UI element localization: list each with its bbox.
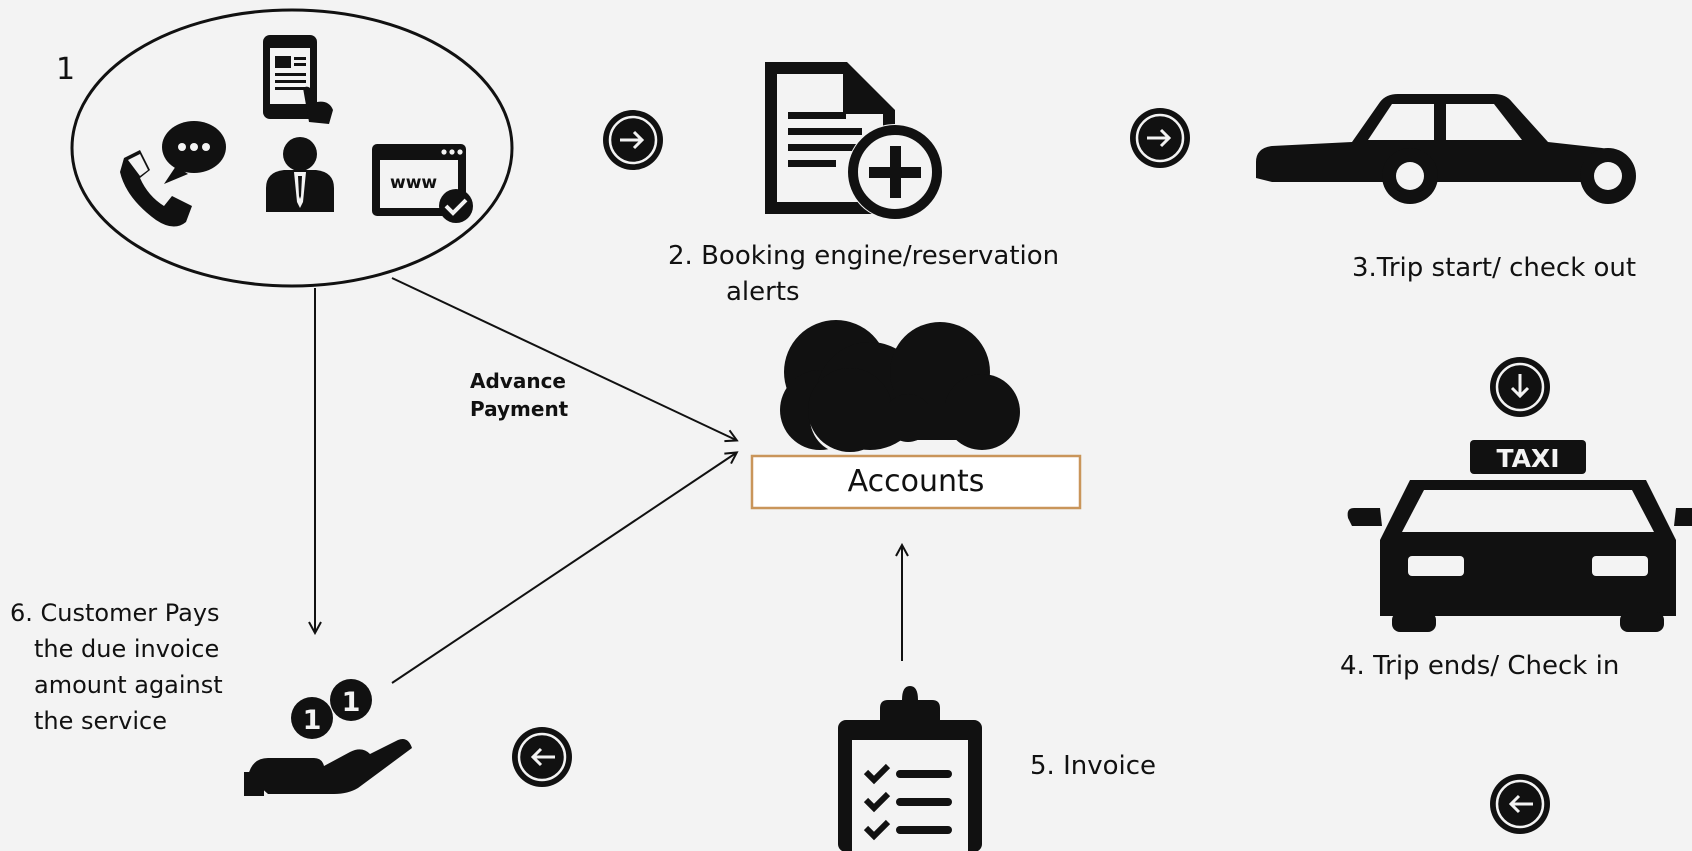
step-2-label-line2: alerts (726, 277, 800, 307)
cloud-icon (780, 320, 1020, 454)
phone-chat-icon (120, 121, 226, 227)
coin-digit-2: 1 (342, 687, 361, 718)
arrow-circle-right-1 (603, 110, 663, 170)
car-icon (1256, 94, 1636, 204)
arrow-circle-right-2 (1130, 108, 1190, 168)
www-text: www (390, 173, 437, 193)
advance-payment-line2: Payment (470, 397, 569, 421)
arrow-circle-to-accounts (391, 277, 736, 440)
step-4-label: 4. Trip ends/ Check in (1340, 651, 1620, 681)
accounts-label: Accounts (847, 464, 985, 499)
clipboard-icon (838, 686, 982, 851)
taxi-icon: TAXI (1347, 440, 1692, 632)
person-icon (266, 137, 334, 212)
arrow-circle-left-2 (512, 727, 572, 787)
mobile-icon (263, 35, 333, 124)
step-6-label-line1: 6. Customer Pays (10, 599, 220, 627)
step-2-label-line1: 2. Booking engine/reservation (668, 241, 1060, 271)
step-6-label-line3: amount against (34, 671, 223, 699)
coins-hand-icon: 1 1 (244, 679, 412, 796)
step-6-label-line4: the service (34, 707, 167, 735)
website-icon: www (372, 144, 473, 223)
step-3-label: 3.Trip start/ check out (1352, 253, 1637, 283)
arrow-circle-down (1490, 357, 1550, 417)
arrow-pays-to-accounts (391, 453, 736, 684)
taxi-sign-text: TAXI (1496, 444, 1559, 473)
step-5-label: 5. Invoice (1030, 751, 1157, 781)
channels-circle (70, 8, 514, 288)
coin-digit-1: 1 (303, 705, 322, 736)
booking-document-icon (765, 62, 943, 220)
step-6-label-line2: the due invoice (34, 635, 220, 663)
arrow-circle-left-1 (1490, 774, 1550, 834)
channels-group: www (70, 8, 514, 288)
accounts-box (750, 454, 1082, 510)
advance-payment-line1: Advance (470, 369, 566, 393)
step-1-label: 1 (56, 52, 76, 87)
